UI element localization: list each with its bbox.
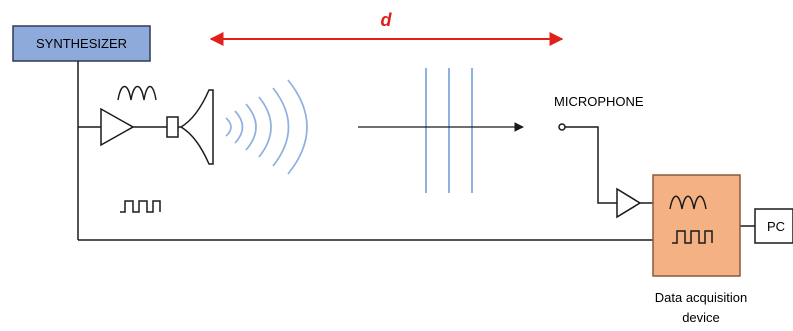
daq-device: Data acquisition device [652, 174, 748, 325]
sound-arc-4 [258, 96, 272, 158]
speaker-horn [178, 89, 214, 165]
microphone-dot-icon [558, 123, 566, 131]
sound-arc-2 [234, 110, 244, 144]
mic-wire [562, 126, 617, 204]
speaker-driver [166, 116, 179, 138]
pc-rect [754, 208, 793, 244]
pc-box: PC [754, 208, 793, 244]
daq-label-line1: Data acquisition [655, 290, 748, 305]
sound-arc-5 [272, 87, 290, 167]
distance-indicator: d [209, 10, 564, 46]
sound-waves [225, 79, 308, 175]
sound-arc-1 [225, 117, 232, 137]
microphone-label: MICROPHONE [554, 94, 644, 109]
daq-sine-icon [669, 195, 707, 210]
daq-rect [652, 174, 741, 277]
sine-icon [117, 85, 157, 101]
daq-label-line2: device [682, 310, 720, 325]
synthesizer-box: SYNTHESIZER [12, 25, 151, 62]
distance-label: d [381, 10, 393, 30]
synthesizer-label: SYNTHESIZER [36, 36, 127, 51]
horn-speaker-icon [166, 89, 214, 165]
mic-amplifier-icon [616, 187, 642, 219]
amplifier-triangle-icon [100, 107, 135, 147]
wiring [77, 61, 755, 241]
sound-arc-3 [245, 103, 257, 151]
daq-square-wave-icon [672, 230, 713, 244]
sound-arc-6 [287, 79, 308, 175]
wavefront-lines [425, 68, 473, 193]
square-wave-icon [120, 200, 161, 213]
synthesizer-rect [12, 25, 151, 62]
pc-label: PC [767, 219, 785, 234]
microphone: MICROPHONE [554, 94, 644, 131]
